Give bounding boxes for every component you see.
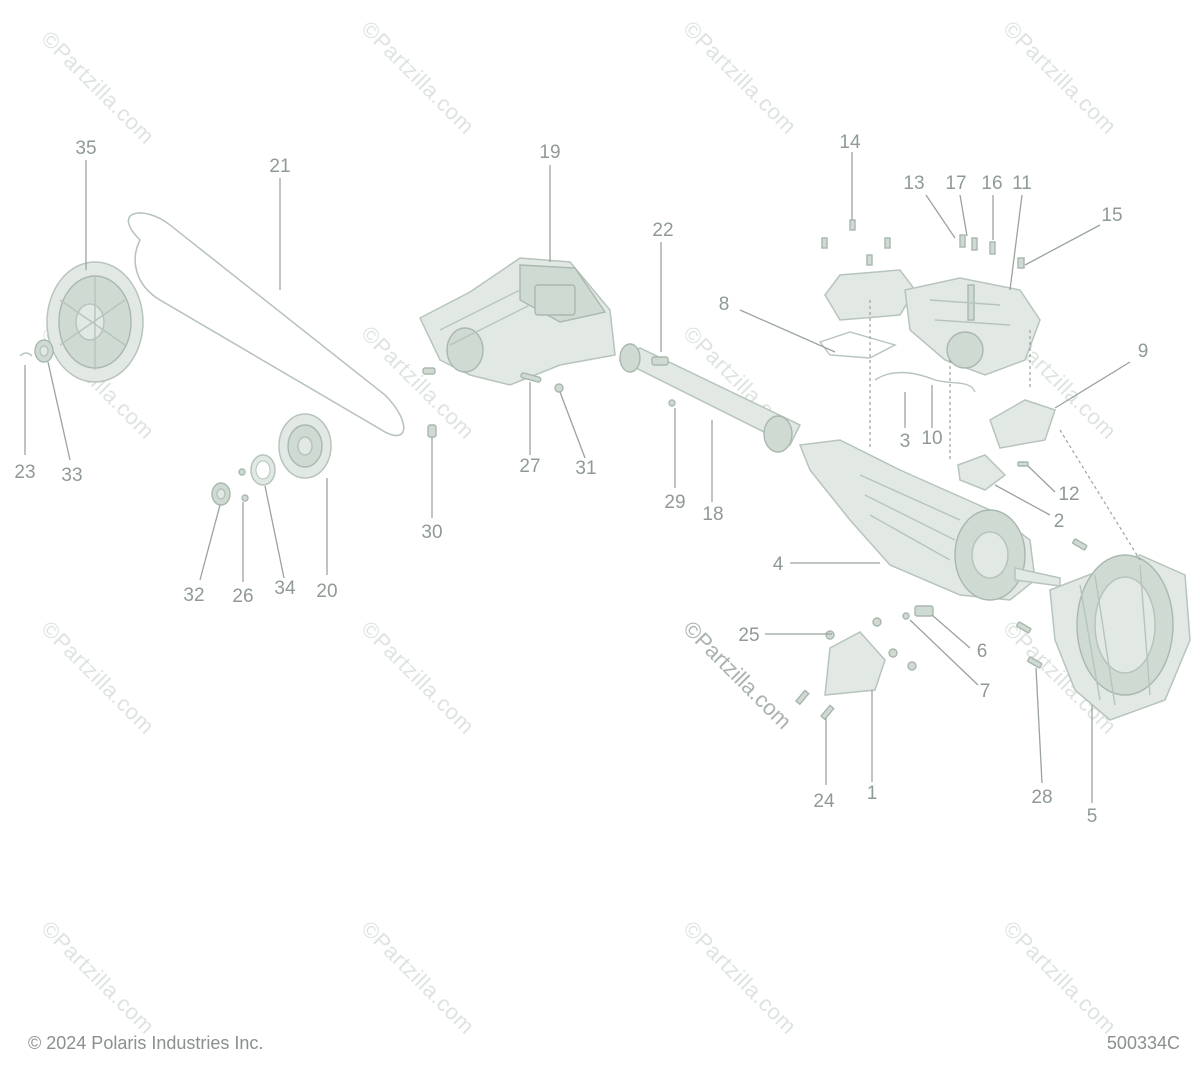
bellhousing-icon	[1049, 554, 1191, 721]
retaining-clip-icon	[19, 352, 33, 357]
callout-20: 20	[316, 581, 337, 602]
leader-lines	[24, 152, 1131, 803]
bearing-icon	[211, 482, 231, 506]
watermark: ©Partzilla.com	[36, 616, 159, 739]
bolt-icon	[1016, 538, 1088, 669]
callout-3: 3	[900, 431, 911, 452]
callout-8: 8	[719, 294, 730, 315]
callout-23: 23	[14, 462, 35, 483]
diagram-code: 500334C	[1106, 1033, 1180, 1053]
clamp-icon	[651, 356, 676, 407]
callout-26: 26	[232, 586, 253, 607]
bolt-icon	[821, 219, 1025, 269]
callout-19: 19	[539, 142, 560, 163]
callout-6: 6	[977, 641, 988, 662]
shift-cable-icon	[874, 371, 976, 393]
transmission-icon	[798, 439, 1061, 601]
watermark: ©Partzilla.com	[36, 26, 159, 149]
copyright-text: © 2024 Polaris Industries Inc.	[28, 1033, 264, 1053]
callout-12: 12	[1058, 484, 1079, 505]
dowel-pin-icon	[520, 372, 564, 393]
callout-17: 17	[945, 173, 966, 194]
watermark: ©Partzilla.com	[356, 16, 479, 139]
mount-bracket-icon	[794, 617, 917, 721]
watermark: ©Partzilla.com	[356, 616, 479, 739]
drive-shaft-icon	[618, 343, 802, 453]
driven-pulley-icon	[46, 261, 144, 383]
speed-sensor-icon	[902, 605, 934, 620]
callout-7: 7	[980, 681, 991, 702]
watermark: ©Partzilla.com	[998, 16, 1121, 139]
callout-15: 15	[1101, 205, 1122, 226]
callout-labels: 35 21 23 33 19 22 27 31 29 18 30 20 34 2…	[14, 132, 1148, 827]
washer-icon	[250, 454, 276, 486]
shifter-assembly-icon	[904, 277, 1041, 376]
callout-2: 2	[1054, 511, 1065, 532]
callout-18: 18	[702, 504, 723, 525]
callout-30: 30	[421, 522, 442, 543]
drive-sprocket-icon	[278, 413, 332, 479]
callout-22: 22	[652, 220, 673, 241]
callout-13: 13	[903, 173, 924, 194]
callout-21: 21	[269, 156, 290, 177]
watermark: ©Partzilla.com	[678, 16, 801, 139]
lever-bracket-icon	[957, 454, 1029, 491]
callout-25: 25	[738, 625, 759, 646]
drive-belt-icon	[127, 212, 405, 437]
shift-bracket-icon	[989, 399, 1056, 449]
screw-icon	[238, 468, 249, 502]
callout-14: 14	[839, 132, 861, 153]
callout-10: 10	[921, 428, 942, 449]
watermark: ©Partzilla.com	[356, 916, 479, 1039]
callout-5: 5	[1087, 806, 1098, 827]
callout-34: 34	[274, 578, 296, 599]
watermark: ©Partzilla.com	[36, 916, 159, 1039]
callout-1: 1	[867, 783, 878, 804]
callout-16: 16	[981, 173, 1002, 194]
watermark: ©Partzilla.com	[678, 916, 801, 1039]
callout-31: 31	[575, 458, 596, 479]
shift-cover-icon	[818, 269, 916, 359]
callout-24: 24	[813, 791, 835, 812]
callout-35: 35	[75, 138, 96, 159]
callout-4: 4	[773, 554, 784, 575]
callout-9: 9	[1138, 341, 1149, 362]
bolt-icon	[422, 367, 437, 438]
watermark: ©Partzilla.com	[998, 916, 1121, 1039]
alignment-lines	[869, 300, 1141, 561]
callout-29: 29	[664, 492, 685, 513]
callout-33: 33	[61, 465, 82, 486]
callout-11: 11	[1012, 173, 1032, 194]
callout-32: 32	[183, 585, 204, 606]
callout-28: 28	[1031, 787, 1052, 808]
callout-27: 27	[519, 456, 540, 477]
gearcase-icon	[419, 257, 616, 386]
pulley-nut-icon	[34, 339, 54, 363]
